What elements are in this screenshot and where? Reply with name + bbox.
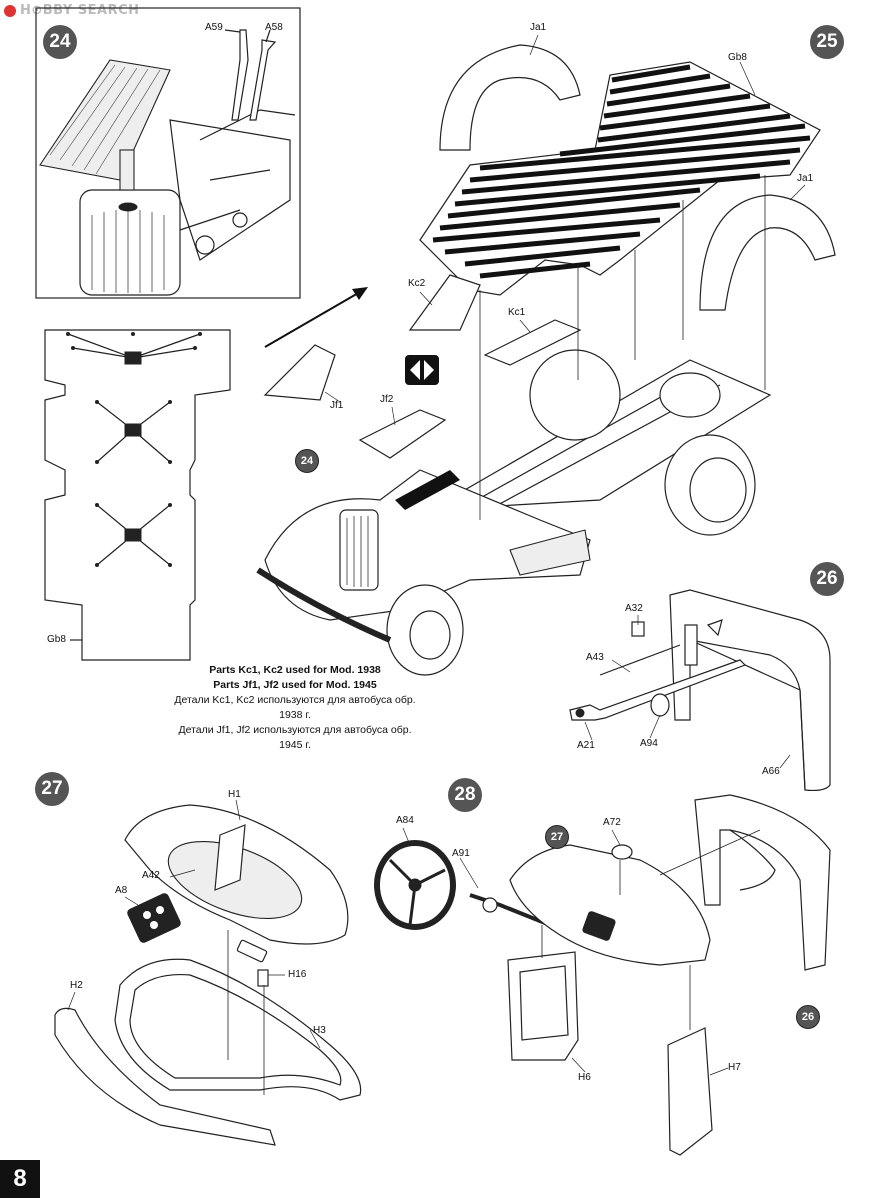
note-line-3: Детали Kc1, Kc2 используются для автобус… [174,694,416,721]
label-h16: H16 [288,969,307,980]
label-a91: A91 [452,848,470,859]
label-a8: A8 [115,885,128,896]
note-line-2: Parts Jf1, Jf2 used for Mod. 1945 [213,679,377,691]
watermark: H⊙BBY SEARCH [4,3,140,18]
fender-ja1-right [699,194,836,311]
step28-assembly [374,794,831,1156]
label-a84: A84 [396,815,414,826]
step24-detail-view [35,7,301,299]
label-kc1: Kc1 [508,307,526,318]
page-number: 8 [0,1160,40,1198]
label-a94: A94 [640,738,658,749]
label-a66: A66 [762,766,780,777]
gb8-floor-plan [44,329,231,661]
label-gb8-left: Gb8 [47,634,66,645]
step-24-badge: 24 [43,25,77,59]
usage-notes: Parts Kc1, Kc2 used for Mod. 1938 Parts … [170,663,420,753]
label-a32: A32 [625,603,643,614]
label-gb8-top: Gb8 [728,52,747,63]
label-a72: A72 [603,817,621,828]
label-ja1-top: Ja1 [530,22,547,33]
label-a21: A21 [577,740,595,751]
ref-step-24-badge: 24 [295,449,319,473]
fender-ja1-top [439,44,581,151]
label-a58: A58 [265,22,283,33]
label-h1: H1 [228,789,241,800]
step-27-badge: 27 [35,772,69,806]
flip-icon [405,355,439,385]
ref-step-27-badge: 27 [545,825,569,849]
watermark-logo-icon [4,4,16,17]
label-ja1-right: Ja1 [797,173,814,184]
note-line-1: Parts Kc1, Kc2 used for Mod. 1938 [209,664,381,676]
label-kc2: Kc2 [408,278,426,289]
part-kc2 [408,274,481,331]
part-kc1 [483,319,582,366]
direction-arrow [264,287,368,348]
label-a42: A42 [142,870,160,881]
step-28-badge: 28 [448,778,482,812]
ref-step-26-badge: 26 [796,1005,820,1029]
chassis-assembly [256,349,772,676]
step-26-badge: 26 [810,562,844,596]
step26-assembly [569,589,831,792]
part-jf1 [263,344,336,401]
label-h3: H3 [313,1025,326,1036]
part-jf2 [358,409,447,459]
step-25-badge: 25 [810,25,844,59]
note-line-4: Детали Jf1, Jf2 используются для автобус… [178,724,412,751]
label-h2: H2 [70,980,83,991]
label-h7: H7 [728,1062,741,1073]
label-h6: H6 [578,1072,591,1083]
label-jf2: Jf2 [380,394,394,405]
label-a43: A43 [586,652,604,663]
label-jf1: Jf1 [330,400,344,411]
step27-assembly [54,804,362,1146]
label-a59: A59 [205,22,223,33]
step25-floor-gb8 [419,61,821,296]
